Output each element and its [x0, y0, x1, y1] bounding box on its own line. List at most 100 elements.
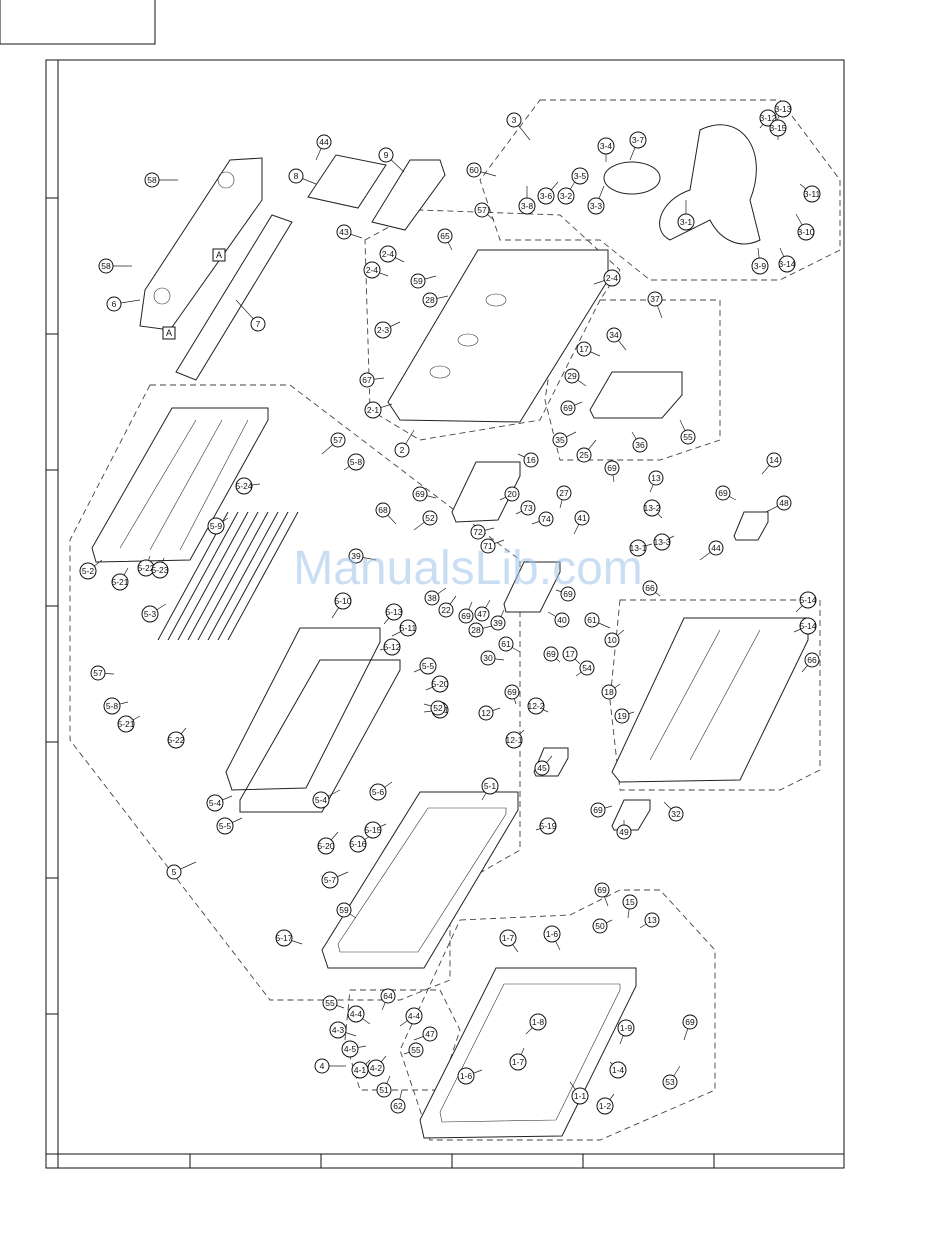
callout-c47: 47 — [474, 606, 490, 622]
speaker-bar-part — [139, 157, 263, 331]
callout-c3_2: 3-2 — [557, 187, 575, 205]
callout-c34: 34 — [606, 327, 622, 343]
callout-c3_6: 3-6 — [537, 187, 555, 205]
callout-c6: 6 — [106, 296, 122, 312]
callout-circle — [363, 261, 381, 279]
callout-label: 61 — [501, 639, 511, 649]
callout-circle — [708, 540, 724, 556]
callout-label: 47 — [425, 1029, 435, 1039]
callout-c35: 35 — [552, 432, 568, 448]
callout-c54: 54 — [579, 660, 595, 676]
callout-label: 5-22 — [167, 735, 184, 745]
callout-c2_1: 2-1 — [364, 401, 382, 419]
callout-circle — [422, 510, 438, 526]
callout-label: 29 — [567, 371, 577, 381]
callout-circle — [574, 510, 590, 526]
callout-c13_1: 13-1 — [629, 539, 647, 557]
callout-label: 4-2 — [370, 1063, 383, 1073]
callout-circle — [509, 1053, 527, 1071]
callout-label: 16 — [526, 455, 536, 465]
callout-circle — [617, 1019, 635, 1037]
callout-circle — [431, 675, 449, 693]
callout-circle — [419, 657, 437, 675]
callout-label: 4-3 — [332, 1025, 345, 1035]
callout-label: 49 — [619, 827, 629, 837]
callout-label: 1-6 — [546, 929, 559, 939]
callout-circle — [364, 401, 382, 419]
callout-c69i: 69 — [590, 802, 606, 818]
callout-label: 15 — [625, 897, 635, 907]
callout-c5_15: 5-15 — [364, 821, 382, 839]
callout-c44a: 44 — [316, 134, 332, 150]
callout-label: 14 — [769, 455, 779, 465]
callout-label: 8 — [294, 171, 299, 181]
callout-circle — [604, 632, 620, 648]
callout-label: 48 — [779, 498, 789, 508]
callout-circle — [766, 452, 782, 468]
callout-circle — [468, 622, 484, 638]
callout-label: 5-9 — [210, 521, 223, 531]
callout-label: 5-17 — [275, 933, 292, 943]
callout-c5_16: 5-16 — [349, 835, 367, 853]
callout-circle — [376, 1082, 392, 1098]
callout-label: 58 — [147, 175, 157, 185]
callout-circle — [576, 341, 592, 357]
callout-c13b: 13 — [644, 912, 660, 928]
callout-c1_1: 1-1 — [571, 1087, 589, 1105]
callout-c3_9: 3-9 — [751, 257, 769, 275]
callout-circle — [562, 646, 578, 662]
callout-label: 5-3 — [144, 609, 157, 619]
callout-c12_2: 12-2 — [527, 697, 545, 715]
callout-circle — [592, 918, 608, 934]
callout-label: 5-8 — [106, 701, 119, 711]
callout-c12: 12 — [478, 705, 494, 721]
callout-c47b: 47 — [422, 1026, 438, 1042]
callout-label: 57 — [333, 435, 343, 445]
callout-c18: 18 — [601, 684, 617, 700]
callout-c48: 48 — [776, 495, 792, 511]
callout-c61a: 61 — [498, 636, 514, 652]
callout-label: 4-4 — [408, 1011, 421, 1021]
callout-label: 5-13 — [385, 607, 402, 617]
callout-c27: 27 — [556, 485, 572, 501]
callout-label: 61 — [587, 615, 597, 625]
callout-c5_12: 5-12 — [383, 638, 401, 656]
callout-c13a: 13 — [648, 470, 664, 486]
callout-label: 39 — [351, 551, 361, 561]
cover-bracket-part — [371, 159, 446, 231]
callout-circle — [474, 202, 490, 218]
callout-c5_24: 5-24 — [235, 477, 253, 495]
callout-circle — [715, 485, 731, 501]
callout-c12_1: 12-1 — [505, 731, 523, 749]
callout-label: 47 — [477, 609, 487, 619]
callout-label: 4-5 — [344, 1044, 357, 1054]
callout-circle — [369, 783, 387, 801]
major-parts — [91, 124, 809, 1139]
callout-circle — [677, 213, 695, 231]
callout-c55c: 55 — [408, 1042, 424, 1058]
callout-label: 3-7 — [632, 135, 645, 145]
callout-circle — [680, 429, 696, 445]
callout-circle — [564, 368, 580, 384]
callout-c3: 3 — [506, 112, 522, 128]
callout-circle — [776, 495, 792, 511]
callout-circle — [527, 697, 545, 715]
reference-letter-top: A — [216, 250, 222, 260]
callout-label: 69 — [597, 885, 607, 895]
power-unit-part — [589, 371, 683, 419]
callout-circle — [579, 660, 595, 676]
callout-circle — [314, 1058, 330, 1074]
callout-c2_4b: 2-4 — [363, 261, 381, 279]
callout-label: 3-5 — [574, 171, 587, 181]
callout-label: 5-11 — [400, 623, 417, 633]
callout-label: 5-5 — [422, 661, 435, 671]
callout-c4_2: 4-2 — [367, 1059, 385, 1077]
callout-circle — [668, 806, 684, 822]
callout-label: 9 — [384, 150, 389, 160]
callout-c49: 49 — [616, 824, 632, 840]
callout-circle — [571, 1087, 589, 1105]
callout-circle — [438, 602, 454, 618]
callout-circle — [543, 646, 559, 662]
callout-c17b: 17 — [562, 646, 578, 662]
